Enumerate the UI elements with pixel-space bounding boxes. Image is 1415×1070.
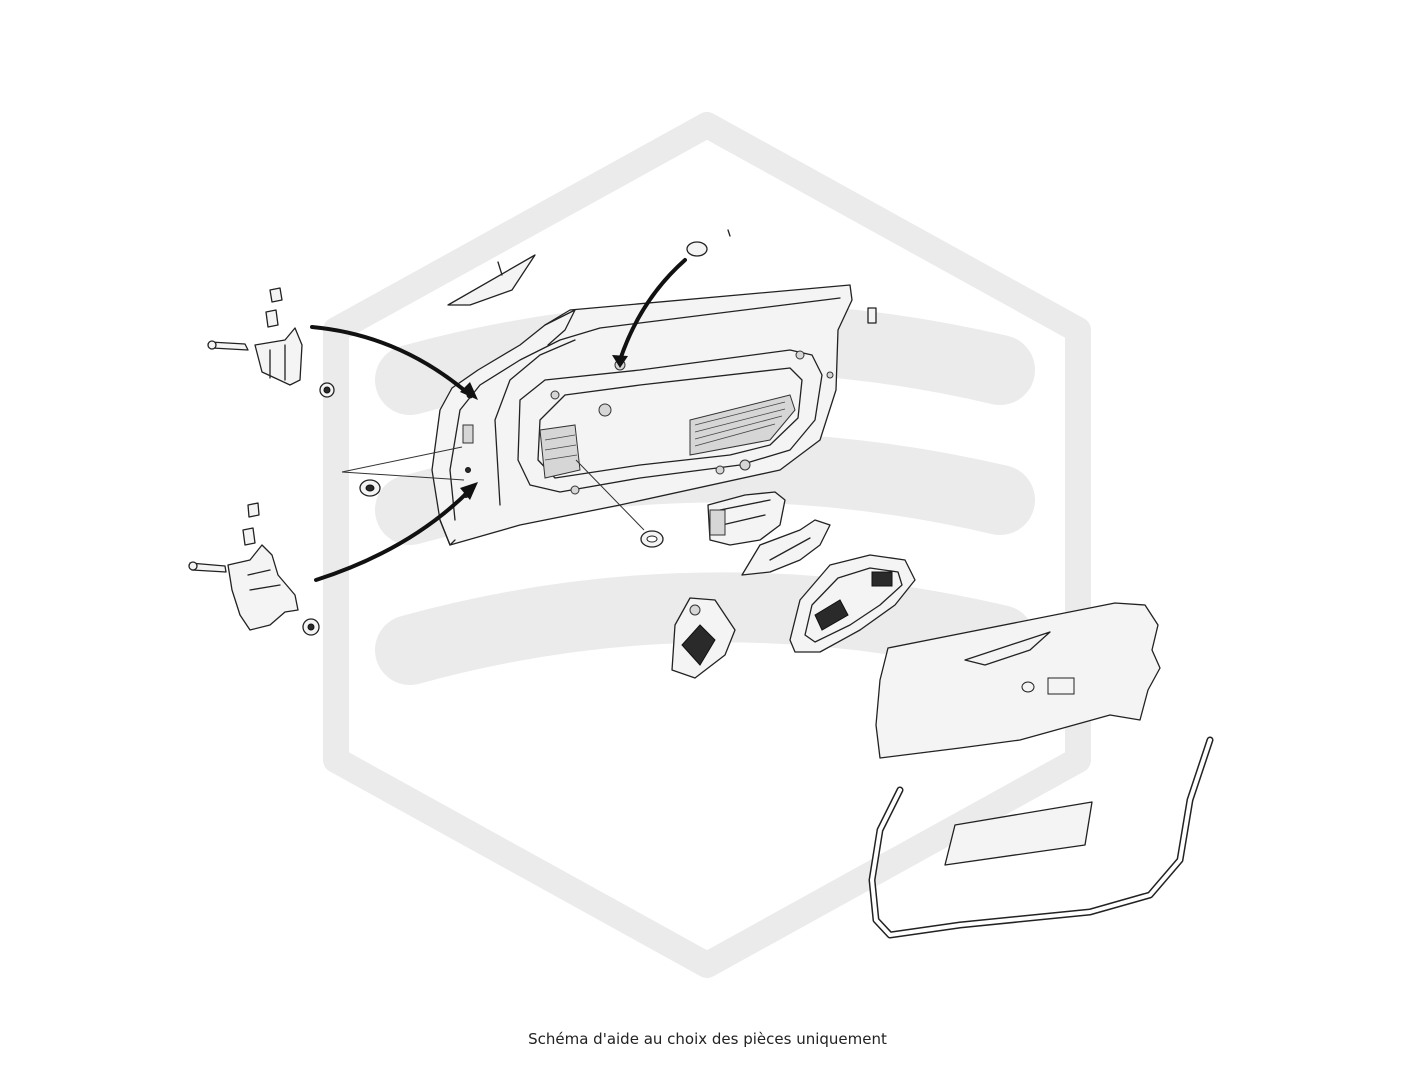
door-clip [867, 307, 877, 324]
inner-handle [741, 519, 831, 576]
lower-grommet [575, 459, 664, 548]
vapor-barrier-panel [875, 602, 1161, 759]
diagram-caption: Schéma d'aide au choix des pièces unique… [528, 1030, 887, 1048]
armrest-module [789, 554, 916, 653]
mirror-cover-patch [447, 254, 536, 306]
upper-hinge [207, 287, 478, 400]
lower-hinge [188, 482, 478, 636]
door-lock-module [707, 491, 786, 546]
weatherstrip-seal [868, 736, 1214, 939]
mount-bracket [671, 597, 736, 679]
grommet [341, 446, 465, 497]
upper-plug [612, 229, 731, 368]
door-shell [431, 284, 853, 546]
